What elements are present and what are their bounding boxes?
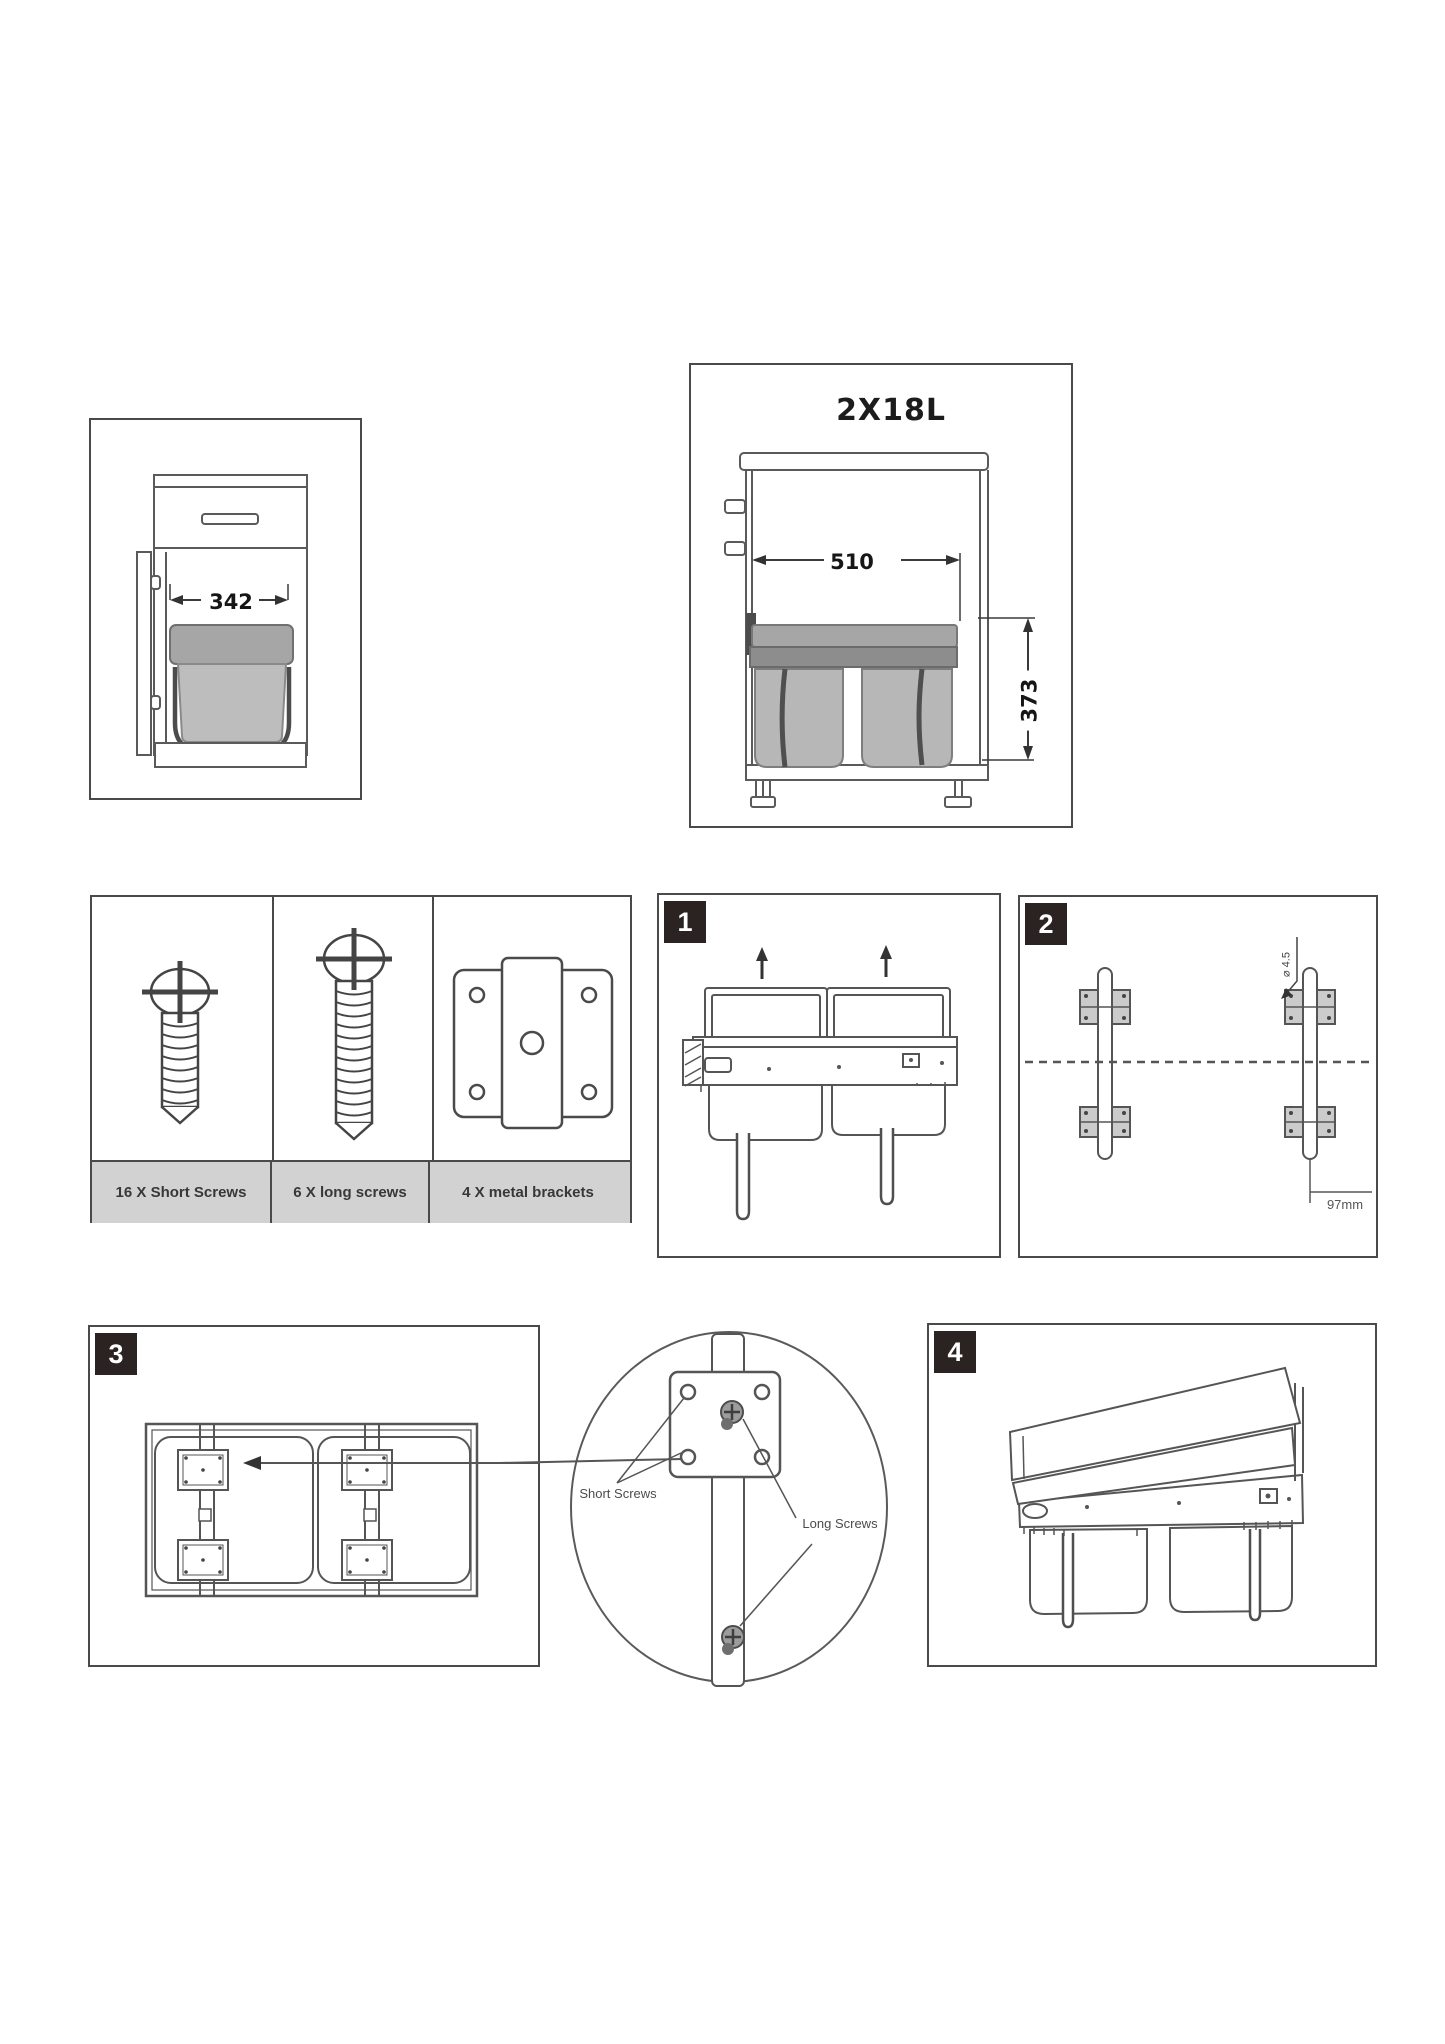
long-screw-icon	[316, 928, 392, 1141]
metal-bracket-cell	[434, 897, 630, 1160]
short-screws-caption: 16 X Short Screws	[92, 1162, 272, 1223]
long-screw-cell	[274, 897, 434, 1160]
bracket-detail-drawing	[499, 1331, 888, 1687]
step-3-panel: 3	[88, 1325, 540, 1667]
step-1-badge: 1	[664, 901, 706, 943]
hole-diameter-note: ⌀ 4.5	[1280, 952, 1293, 977]
offset-97mm-note: 97mm	[1326, 1197, 1364, 1212]
bracket-detail-circle: Short Screws Long Screws	[499, 1320, 920, 1700]
long-screws-label: Long Screws	[802, 1516, 878, 1531]
capacity-title: 2X18L	[836, 393, 946, 428]
step-4-drawing	[1008, 1366, 1305, 1629]
height-dimension: 373	[1017, 670, 1042, 731]
step-4-badge: 4	[934, 1331, 976, 1373]
step-1-panel: 1	[657, 893, 1001, 1258]
short-screw-cell	[92, 897, 274, 1160]
hardware-legend: 16 X Short Screws 6 X long screws 4 X me…	[90, 895, 632, 1223]
step-4-panel: 4	[927, 1323, 1377, 1667]
long-screws-caption: 6 X long screws	[272, 1162, 430, 1223]
step-3-drawing	[144, 1422, 540, 1598]
cabinet-width-dimension: 342	[203, 590, 259, 615]
step-2-drawing	[1025, 937, 1372, 1203]
short-screws-label: Short Screws	[579, 1486, 657, 1501]
hardware-drawings-row	[92, 897, 630, 1160]
metal-bracket-icon	[452, 956, 614, 1130]
closed-cabinet-drawing	[136, 474, 308, 768]
open-cabinet-drawing	[724, 452, 1035, 808]
metal-brackets-caption: 4 X metal brackets	[430, 1162, 626, 1223]
opening-width-dimension: 510	[824, 550, 880, 575]
step-2-badge: 2	[1025, 903, 1067, 945]
step-2-panel: 2	[1018, 895, 1378, 1258]
step-1-drawing	[682, 945, 958, 1221]
overview-open-cabinet-panel: 2X18L 510 373	[689, 363, 1073, 828]
short-screw-icon	[142, 961, 218, 1125]
hardware-captions-row: 16 X Short Screws 6 X long screws 4 X me…	[92, 1160, 630, 1223]
step-3-badge: 3	[95, 1333, 137, 1375]
overview-closed-cabinet-panel: 342	[89, 418, 362, 800]
